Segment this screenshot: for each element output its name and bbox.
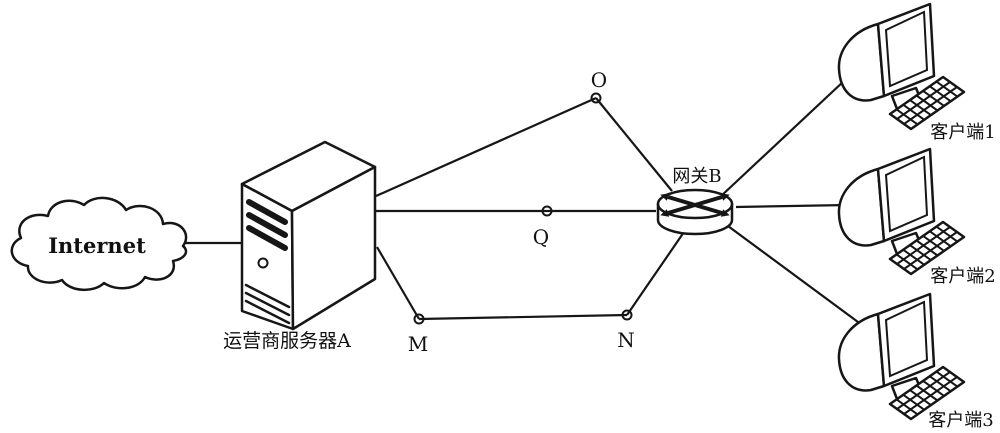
link-gateway-client3: [727, 225, 859, 323]
cloud-shape: [10, 196, 188, 291]
waypoint-o-label: O: [591, 68, 607, 92]
waypoints: O Q M N: [408, 68, 635, 356]
client-3-label: 客户端3: [928, 410, 993, 431]
client-computer-1: [837, 2, 966, 131]
client-2-label: 客户端2: [930, 266, 995, 287]
server-tower: 运营商服务器A: [223, 140, 377, 352]
network-links: [183, 65, 861, 323]
internet-label: Internet: [48, 233, 146, 258]
link-gateway-client1: [719, 65, 861, 198]
gateway-router: 网关B: [656, 166, 734, 236]
server-power-button: [257, 257, 269, 269]
client-computer-2: [837, 147, 966, 276]
client-1-label: 客户端1: [930, 122, 995, 143]
link-o-gateway: [595, 97, 673, 192]
server-side-face: [290, 165, 377, 331]
internet-cloud: Internet: [10, 196, 188, 291]
waypoint-m-marker: [413, 313, 425, 325]
link-server-o: [375, 96, 597, 198]
server-drive-slots: [246, 199, 288, 251]
router-arrows-icon: [660, 193, 730, 217]
waypoint-n-marker: [621, 309, 633, 321]
waypoint-m-label: M: [408, 332, 428, 356]
gateway-label: 网关B: [672, 166, 721, 187]
waypoint-n-label: N: [617, 328, 635, 352]
waypoint-q-label: Q: [533, 225, 549, 249]
server-label: 运营商服务器A: [223, 330, 351, 352]
link-n-gateway: [626, 231, 685, 316]
waypoint-q-marker: [541, 205, 553, 217]
link-server-m: [376, 246, 420, 320]
link-m-n: [418, 313, 628, 321]
link-gateway-client2: [735, 203, 849, 209]
waypoint-o-marker: [590, 92, 602, 104]
server-vents: [244, 283, 291, 325]
client-computer-3: [837, 292, 966, 421]
